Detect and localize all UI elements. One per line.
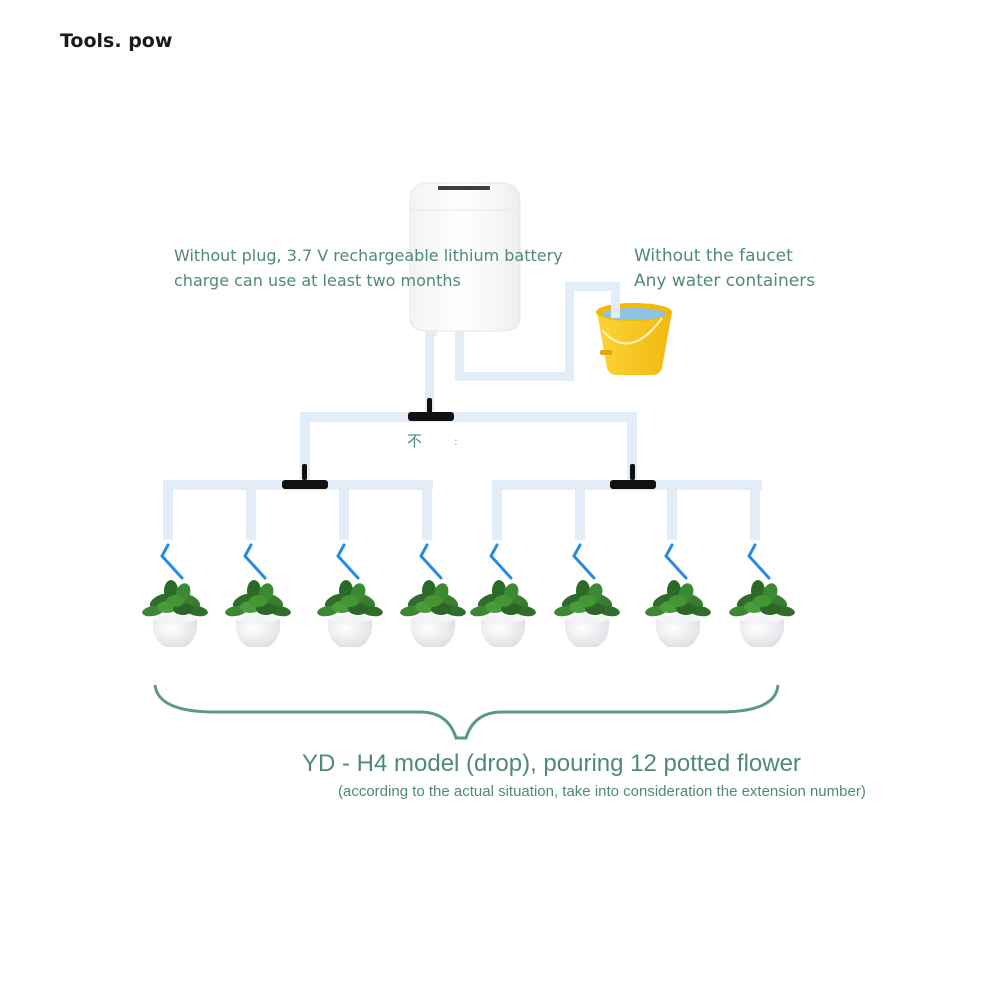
curly-brace — [153, 684, 780, 740]
water-source-note: Without the faucet Any water containers — [634, 244, 815, 294]
stray-glyph: 不 — [407, 432, 423, 450]
page-title: Tools. pow — [60, 30, 173, 52]
potted-plants — [141, 580, 796, 647]
caption-main: YD - H4 model (drop), pouring 12 potted … — [302, 750, 801, 777]
caption-sub: (according to the actual situation, take… — [338, 783, 866, 800]
left-t-connector — [282, 464, 328, 489]
drippers — [160, 543, 771, 580]
watering-controller — [409, 182, 521, 337]
right-t-connector — [610, 464, 656, 489]
water-source-note-line2: Any water containers — [634, 271, 816, 291]
controller-note: Without plug, 3.7 V rechargeable lithium… — [174, 243, 563, 293]
main-t-connector — [408, 398, 454, 421]
controller-note-line1: Without plug, 3.7 V rechargeable lithium… — [174, 246, 563, 265]
water-source-note-line1: Without the faucet — [634, 246, 793, 266]
water-bucket — [596, 290, 672, 375]
stray-mark: : — [454, 435, 458, 448]
controller-note-line2: charge can use at least two months — [174, 271, 461, 290]
